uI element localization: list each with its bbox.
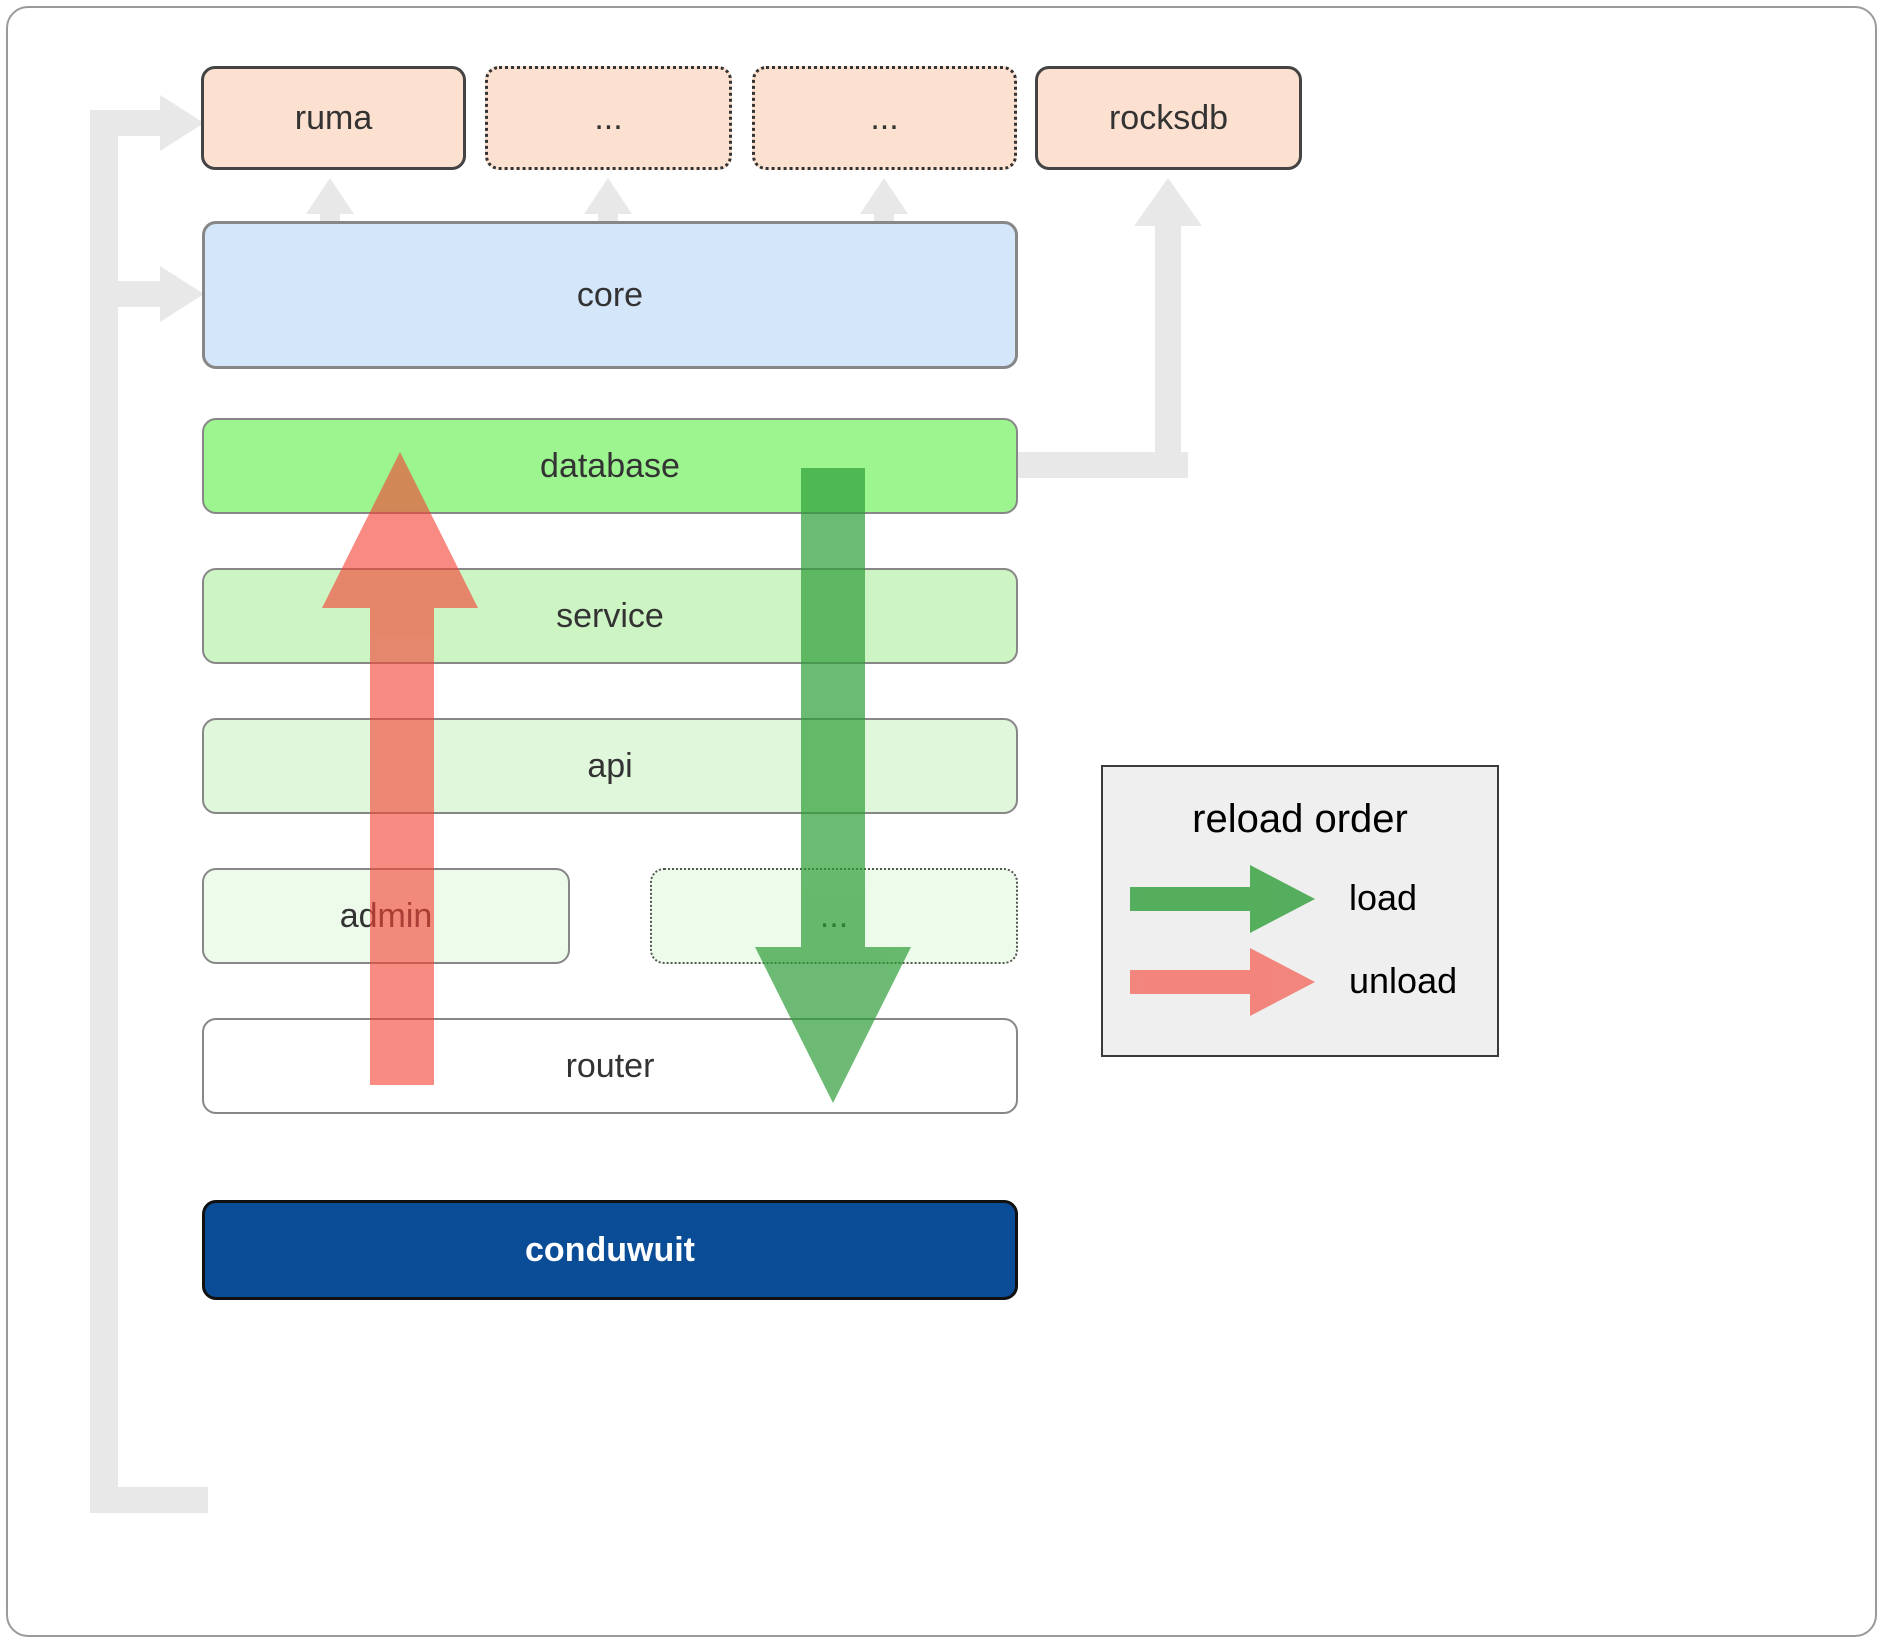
connector-branch-ruma xyxy=(118,110,182,136)
node-service[interactable]: service xyxy=(202,568,1018,664)
node-ext-placeholder-2[interactable]: ... xyxy=(752,66,1017,170)
node-label: conduwuit xyxy=(525,1230,695,1269)
node-label: database xyxy=(540,446,680,485)
node-label: admin xyxy=(339,896,433,935)
node-core[interactable]: core xyxy=(202,221,1018,369)
connector-trunk-left xyxy=(90,110,118,1500)
node-rocksdb[interactable]: rocksdb xyxy=(1035,66,1302,170)
node-label: rocksdb xyxy=(1108,98,1229,137)
node-database[interactable]: database xyxy=(202,418,1018,514)
node-ruma[interactable]: ruma xyxy=(201,66,466,170)
legend-label-unload: unload xyxy=(1349,960,1458,1001)
node-label: core xyxy=(576,275,644,314)
legend-title: reload order xyxy=(1192,797,1408,841)
node-layer-placeholder[interactable]: ... xyxy=(650,868,1018,964)
node-label: ... xyxy=(594,98,623,137)
node-ext-placeholder-1[interactable]: ... xyxy=(485,66,732,170)
node-admin[interactable]: admin xyxy=(202,868,570,964)
node-api[interactable]: api xyxy=(202,718,1018,814)
legend-arrows xyxy=(1130,865,1315,1016)
node-label: ... xyxy=(870,98,899,137)
node-label: api xyxy=(587,746,633,785)
legend-unload-arrow xyxy=(1130,948,1315,1016)
node-label: ruma xyxy=(294,98,373,137)
node-label: ... xyxy=(819,896,849,935)
connector-trunk-left-bottom xyxy=(90,1487,208,1513)
connector-branch-core xyxy=(118,281,182,307)
legend-label-load: load xyxy=(1349,877,1418,918)
node-router[interactable]: router xyxy=(202,1018,1018,1114)
node-label: service xyxy=(556,596,664,635)
legend-load-arrow xyxy=(1130,865,1315,933)
connector-database-to-rocksdb-v xyxy=(1155,200,1181,478)
node-label: router xyxy=(565,1046,655,1085)
node-conduwuit[interactable]: conduwuit xyxy=(202,1200,1018,1300)
legend-box: reload order load unload xyxy=(1101,765,1499,1057)
